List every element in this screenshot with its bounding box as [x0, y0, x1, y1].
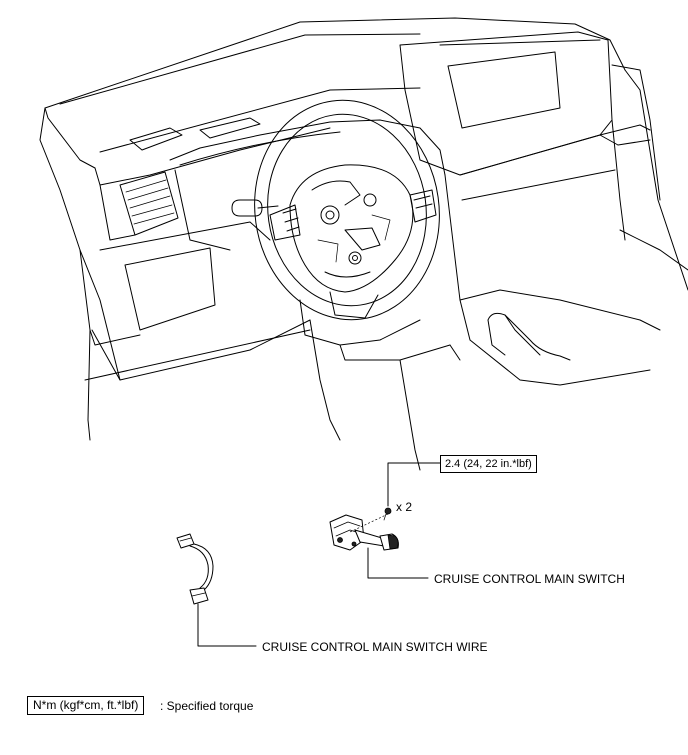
- switch-label: CRUISE CONTROL MAIN SWITCH: [434, 572, 625, 586]
- cruise-control-main-switch: [329, 507, 399, 551]
- torque-callout: 2.4 (24, 22 in.*lbf): [440, 455, 537, 473]
- steering-wheel: [254, 99, 440, 321]
- quantity-label: x 2: [396, 500, 413, 514]
- wire-label: CRUISE CONTROL MAIN SWITCH WIRE: [262, 640, 488, 654]
- cruise-control-main-switch-wire: [176, 533, 214, 605]
- dashboard-outline: [39, 17, 688, 471]
- legend-torque-units: N*m (kgf*cm, ft.*lbf): [27, 696, 145, 715]
- leader-lines: [197, 462, 441, 647]
- legend-description: : Specified torque: [160, 699, 254, 713]
